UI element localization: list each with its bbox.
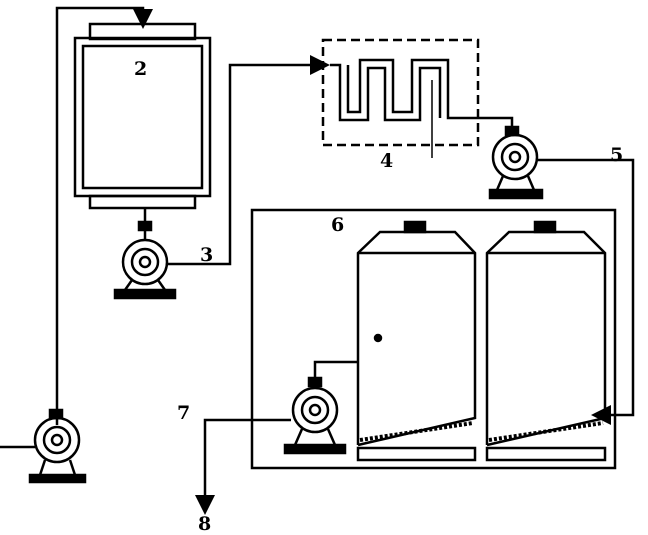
pump-icon [283, 360, 358, 455]
pump-icon [113, 208, 177, 300]
pipe-3 [167, 55, 330, 266]
fermenter-tank [485, 220, 607, 462]
fermenter-tank [356, 220, 477, 462]
heat-exchanger-4 [321, 38, 480, 158]
label-4: 4 [380, 150, 394, 172]
pipe-5 [537, 158, 635, 425]
label-5: 5 [610, 144, 624, 166]
pipe-7-8 [195, 418, 291, 515]
label-6: 6 [331, 214, 345, 236]
pump-icon [488, 125, 544, 200]
tank-2 [73, 22, 212, 210]
pump-icon [28, 408, 87, 484]
enclosure-6 [250, 208, 617, 470]
feed-pipe [0, 6, 153, 449]
label-2: 2 [134, 58, 148, 80]
label-3: 3 [200, 244, 214, 266]
label-7: 7 [177, 402, 191, 424]
label-8: 8 [198, 513, 212, 535]
